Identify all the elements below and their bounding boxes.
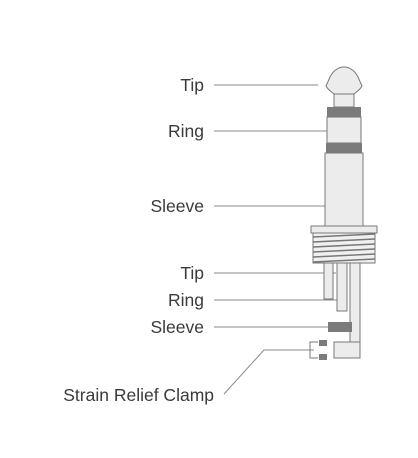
label-sleeve: Sleeve xyxy=(150,196,204,216)
leader-line-clamp xyxy=(223,349,314,395)
plug-insulator-upper xyxy=(333,93,355,108)
terminal-sleeve-lug xyxy=(328,322,352,332)
plug-band-lower xyxy=(326,143,362,153)
plug-band-upper xyxy=(327,107,361,117)
plug-tip xyxy=(325,66,363,95)
label-tip: Tip xyxy=(180,75,204,95)
plug-threads xyxy=(310,225,378,264)
label-ring: Ring xyxy=(168,121,204,141)
plug-ring xyxy=(326,116,362,144)
strain-relief-clamp xyxy=(309,340,361,360)
terminal-tip-strip xyxy=(323,262,334,300)
terminal-ring-strip xyxy=(336,262,348,312)
plug-sleeve xyxy=(324,152,364,227)
label-terminal-tip: Tip xyxy=(180,263,204,283)
label-strain-relief-clamp: Strain Relief Clamp xyxy=(63,385,214,405)
label-terminal-sleeve: Sleeve xyxy=(150,317,204,337)
label-terminal-ring: Ring xyxy=(168,290,204,310)
